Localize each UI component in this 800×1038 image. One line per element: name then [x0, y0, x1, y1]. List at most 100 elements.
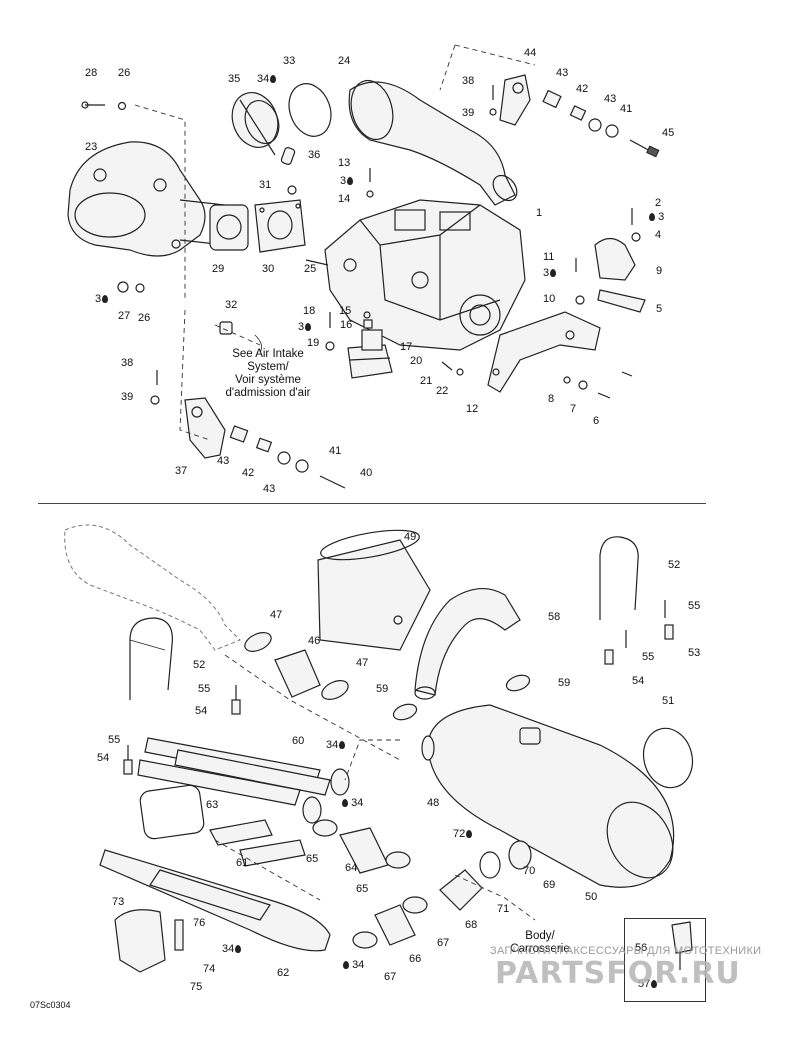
sealant-drop-icon [270, 75, 277, 83]
clamp-47-lower-drawing [321, 680, 349, 700]
callout-24: 24 [338, 55, 351, 67]
part-73-drawing [114, 909, 166, 973]
inset-detail-box [624, 918, 706, 1002]
callout-29: 29 [212, 263, 225, 275]
sealant-drop-icon [550, 269, 557, 277]
callout-63: 63 [206, 799, 219, 811]
callout-65: 65 [306, 853, 319, 865]
callout-3-left: 3 [95, 294, 109, 305]
callout-16: 16 [340, 319, 353, 331]
callout-8: 8 [548, 393, 555, 405]
callout-34-bottom: 34 [326, 740, 346, 751]
clamp-59-right-drawing [505, 674, 531, 692]
callout-55-left: 55 [198, 683, 211, 695]
pad-61a-drawing [209, 819, 273, 846]
callout-27: 27 [118, 310, 131, 322]
hose-66-drawing [374, 904, 416, 946]
clamp-65-lower-drawing [385, 851, 411, 869]
section-divider [38, 503, 706, 504]
callout-39: 39 [462, 107, 475, 119]
callout-67: 67 [437, 937, 450, 949]
callout-57: 57 [638, 979, 658, 990]
callout-36: 36 [308, 149, 321, 161]
sealant-drop-icon [651, 980, 658, 988]
callout-46: 46 [308, 635, 321, 647]
clamp-47-upper-drawing [244, 632, 272, 652]
callout-6: 6 [593, 415, 600, 427]
callout-68: 68 [465, 919, 478, 931]
callout-62: 62 [277, 967, 290, 979]
callout-72: 72 [453, 829, 473, 840]
watermark-logo: PARTSFOR.RU [495, 956, 741, 991]
callout-41-lower: 41 [329, 445, 342, 457]
clamp-59-left-drawing [392, 703, 418, 721]
callout-55: 55 [688, 600, 701, 612]
callout-54-left: 54 [195, 705, 208, 717]
sealant-drop-icon [102, 295, 109, 303]
callout-49: 49 [404, 531, 417, 543]
callout-18: 18 [303, 305, 316, 317]
callout-11: 11 [543, 251, 555, 263]
callout-7: 7 [570, 403, 577, 415]
callout-61: 61 [236, 857, 249, 869]
callout-47: 47 [270, 609, 283, 621]
muffler-shell-drawing [317, 529, 431, 651]
callout-43-lower: 43 [217, 455, 230, 467]
ghost-tuned-pipe [64, 524, 241, 651]
outlet-hose-drawing [414, 588, 521, 700]
clamp-65-upper-drawing [312, 819, 338, 837]
pad-61b-drawing [239, 839, 306, 867]
manifold-gasket-drawing [209, 204, 249, 251]
callout-13: 13 [338, 157, 351, 169]
callout-34-lower-left: 34 [222, 944, 242, 955]
callout-26: 26 [118, 67, 131, 79]
callout-30: 30 [262, 263, 275, 275]
callout-34-mid: 34 [340, 798, 363, 809]
sealant-drop-icon [466, 830, 473, 838]
callout-51: 51 [662, 695, 675, 707]
callout-2: 2 [655, 197, 662, 209]
exhaust-manifold-drawing [67, 141, 226, 257]
callout-33: 33 [283, 55, 296, 67]
callout-53: 53 [688, 647, 701, 659]
strap-right-drawing [599, 536, 639, 620]
lower-pipe-bracket-drawing [184, 397, 346, 489]
callout-34-lower: 34 [341, 960, 364, 971]
fitting-68-drawing [439, 869, 483, 911]
callout-3-lower: 3 [298, 322, 312, 333]
callout-12: 12 [466, 403, 479, 415]
callout-69: 69 [543, 879, 556, 891]
callout-58: 58 [548, 611, 561, 623]
callout-10: 10 [543, 293, 556, 305]
sealant-drop-icon [339, 741, 346, 749]
callout-9: 9 [656, 265, 663, 277]
air-intake-note-line-1: See Air Intake [232, 348, 304, 360]
muffler-body-drawing [421, 704, 675, 888]
callout-23: 23 [85, 141, 98, 153]
callout-55-right: 55 [642, 651, 655, 663]
callout-39-lower: 39 [121, 391, 134, 403]
engine-block-drawing [324, 199, 526, 351]
callout-73: 73 [112, 896, 125, 908]
callout-40: 40 [360, 467, 373, 479]
callout-26-lower: 26 [138, 312, 151, 324]
ring-70-drawing [479, 851, 501, 879]
callout-43-lower-second: 43 [263, 483, 276, 495]
callout-65-lower: 65 [356, 883, 369, 895]
callout-71: 71 [497, 903, 510, 915]
ring-clamp-drawing [288, 83, 332, 137]
callout-54-right: 54 [632, 675, 645, 687]
callout-3-mid: 3 [543, 268, 557, 279]
clamp-67-upper-drawing [402, 896, 428, 914]
watermark-tagline: ЗАПЧАСТИ И АКСЕССУАРЫ ДЛЯ МОТОТЕХНИКИ [490, 945, 762, 957]
callout-15: 15 [339, 305, 352, 317]
callout-70: 70 [523, 865, 536, 877]
hose-46-drawing [274, 649, 321, 698]
callout-3-right: 3 [647, 212, 664, 223]
callout-21: 21 [420, 375, 433, 387]
sealant-drop-icon [347, 177, 354, 185]
callout-55-far-left: 55 [108, 734, 121, 746]
callout-45: 45 [662, 127, 675, 139]
callout-34: 34 [257, 74, 277, 85]
